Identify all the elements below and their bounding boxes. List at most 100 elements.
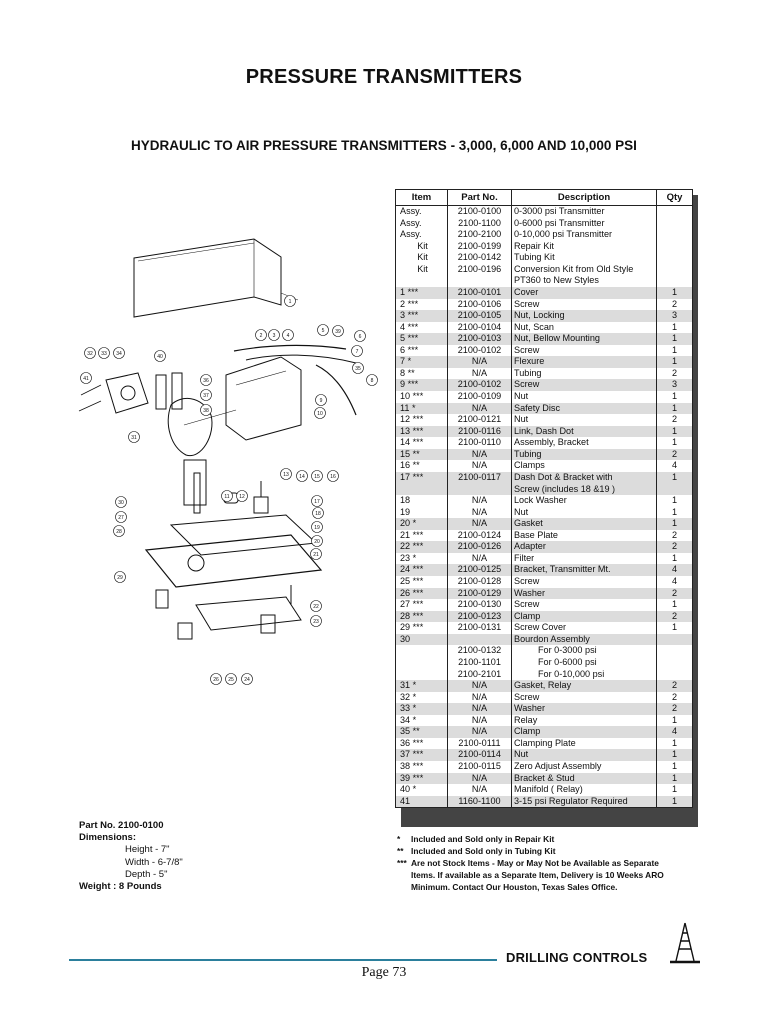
callout-13: 13 bbox=[280, 468, 292, 480]
footnote-text: Included and Sold only in Repair Kit bbox=[411, 834, 555, 844]
callout-label: 37 bbox=[203, 393, 209, 399]
cell-item: 32 * bbox=[395, 691, 448, 704]
cell-description: For 0-6000 psi bbox=[511, 656, 657, 669]
callout-3: 3 bbox=[268, 329, 280, 341]
cell-part-no: N/A bbox=[447, 518, 512, 530]
cell-description: Base Plate bbox=[511, 529, 657, 542]
cell-part-no: N/A bbox=[447, 772, 512, 785]
cell-description: 0-10,000 psi Transmitter bbox=[511, 229, 657, 241]
cell-description: Nut bbox=[511, 414, 657, 426]
cell-qty bbox=[656, 229, 693, 241]
callout-label: 22 bbox=[313, 604, 319, 610]
cell-part-no: 2100-0129 bbox=[447, 587, 512, 600]
callout-6: 6 bbox=[354, 330, 366, 342]
callout-label: 11 bbox=[224, 494, 229, 500]
callout-28: 28 bbox=[113, 525, 125, 537]
footnote-mark: ** bbox=[397, 846, 404, 856]
cell-description: Tubing bbox=[511, 367, 657, 380]
cell-item: 40 * bbox=[395, 784, 448, 796]
callout-label: 32 bbox=[87, 351, 93, 357]
cell-part-no: 2100-0123 bbox=[447, 610, 512, 623]
callout-2: 2 bbox=[255, 329, 267, 341]
cell-qty: 1 bbox=[656, 622, 693, 634]
cell-qty: 4 bbox=[656, 576, 693, 588]
callout-label: 10 bbox=[317, 411, 323, 417]
cell-qty: 2 bbox=[656, 529, 693, 542]
callout-label: 26 bbox=[213, 677, 219, 683]
cell-item bbox=[395, 483, 448, 496]
cell-item: 33 * bbox=[395, 703, 448, 715]
callout-label: 29 bbox=[117, 575, 123, 581]
cell-qty: 1 bbox=[656, 552, 693, 565]
cell-qty: 3 bbox=[656, 310, 693, 322]
cell-item: 10 *** bbox=[395, 391, 448, 403]
cell-part-no: 2100-0104 bbox=[447, 321, 512, 334]
cell-description: Nut, Scan bbox=[511, 321, 657, 334]
cell-item: 36 *** bbox=[395, 737, 448, 750]
cell-item: 14 *** bbox=[395, 437, 448, 449]
cell-qty bbox=[656, 275, 693, 287]
cell-item: 25 *** bbox=[395, 576, 448, 588]
callout-label: 1 bbox=[289, 299, 292, 305]
cell-part-no: 2100-0114 bbox=[447, 749, 512, 761]
callout-label: 3 bbox=[273, 333, 276, 339]
cell-qty: 1 bbox=[656, 321, 693, 334]
cell-description: Screw bbox=[511, 599, 657, 611]
callout-label: 40 bbox=[157, 354, 163, 360]
spec-part-no: Part No. 2100-0100 bbox=[79, 820, 164, 831]
cell-qty bbox=[656, 656, 693, 669]
callout-29: 29 bbox=[114, 571, 126, 583]
cell-item: 5 *** bbox=[395, 333, 448, 345]
callout-15: 15 bbox=[311, 470, 323, 482]
cell-description: Nut bbox=[511, 391, 657, 403]
cell-part-no: 2100-0111 bbox=[447, 737, 512, 750]
callout-25: 25 bbox=[225, 673, 237, 685]
cell-part-no: 2100-0100 bbox=[447, 205, 512, 218]
cell-item: 37 *** bbox=[395, 749, 448, 761]
cell-item: 21 *** bbox=[395, 529, 448, 542]
cell-description: Flexure bbox=[511, 356, 657, 368]
footnote-mark: *** bbox=[397, 858, 407, 868]
cell-item: 19 bbox=[395, 506, 448, 519]
spec-dimensions-label: Dimensions: bbox=[79, 832, 137, 844]
cell-item: 16 ** bbox=[395, 460, 448, 472]
cell-item: 39 *** bbox=[395, 772, 448, 785]
cell-description: Screw bbox=[511, 691, 657, 704]
callout-20: 20 bbox=[311, 535, 323, 547]
callout-30: 30 bbox=[115, 496, 127, 508]
callout-label: 34 bbox=[116, 351, 122, 357]
cell-description: Screw bbox=[511, 379, 657, 391]
cell-part-no: N/A bbox=[447, 703, 512, 715]
header-item: Item bbox=[395, 189, 448, 206]
callout-35: 35 bbox=[352, 362, 364, 374]
cell-part-no: 2100-0196 bbox=[447, 263, 512, 276]
cell-part-no: 2100-0121 bbox=[447, 414, 512, 426]
cell-description: Adapter bbox=[511, 541, 657, 553]
footnote-text: Minimum. Contact Our Houston, Texas Sale… bbox=[411, 882, 618, 892]
callout-36: 36 bbox=[200, 374, 212, 386]
cell-part-no: 2100-0142 bbox=[447, 252, 512, 264]
footnote-text: Are not Stock Items - May or May Not be … bbox=[411, 858, 659, 868]
callout-24: 24 bbox=[241, 673, 253, 685]
cell-item: 30 bbox=[395, 633, 448, 646]
callout-label: 41 bbox=[83, 376, 89, 382]
cell-qty bbox=[656, 240, 693, 253]
cell-qty: 1 bbox=[656, 795, 693, 809]
cell-part-no: N/A bbox=[447, 506, 512, 519]
cell-part-no: N/A bbox=[447, 552, 512, 565]
cell-description: Nut, Bellow Mounting bbox=[511, 333, 657, 345]
cell-part-no: 2100-0132 bbox=[447, 645, 512, 657]
callout-label: 13 bbox=[283, 472, 289, 478]
cell-item: 20 * bbox=[395, 518, 448, 530]
cell-qty: 1 bbox=[656, 391, 693, 403]
cell-description: Bourdon Assembly bbox=[511, 633, 657, 646]
callout-label: 16 bbox=[330, 474, 336, 480]
cell-qty: 4 bbox=[656, 564, 693, 576]
